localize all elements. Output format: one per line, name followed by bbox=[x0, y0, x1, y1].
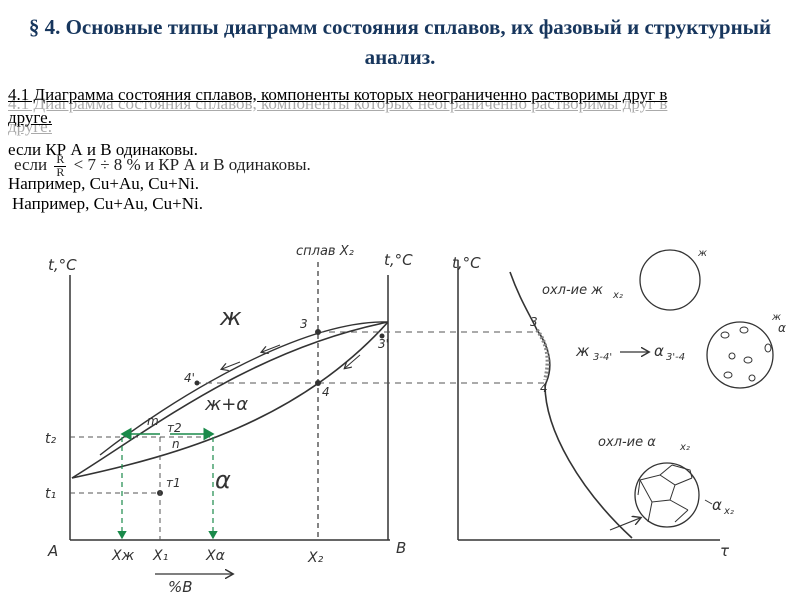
point-t2-label: т2 bbox=[167, 421, 182, 435]
pt4p-label: 4' bbox=[184, 371, 195, 385]
final-sub: x₂ bbox=[723, 506, 734, 517]
stage2-text: ж 3-4' α 3'-4 bbox=[575, 342, 685, 363]
page-title: § 4. Основные типы диаграмм состояния сп… bbox=[28, 15, 772, 69]
micro-liquid bbox=[639, 249, 701, 311]
y-axis-left-label: t,°C bbox=[48, 256, 77, 274]
stage2-sub: 3-4' bbox=[593, 352, 612, 363]
stage2-label: ж bbox=[575, 342, 590, 360]
point-4p bbox=[194, 380, 200, 386]
stage3-text: охл-ие α x₂ bbox=[598, 435, 690, 453]
curve-arrows bbox=[222, 344, 361, 369]
point-4 bbox=[315, 380, 321, 386]
phase-solid-label: α bbox=[215, 466, 231, 494]
micro-liquid-label: ж bbox=[697, 248, 707, 259]
condition-fraction: R R bbox=[54, 152, 67, 179]
x-A-label: A bbox=[47, 542, 58, 560]
example: Например, Cu+Au, Cu+Ni. bbox=[12, 194, 203, 213]
pt3-label: 3 bbox=[300, 317, 308, 331]
point-3p bbox=[379, 333, 385, 339]
t1-label: t₁ bbox=[45, 486, 56, 502]
micro-solid bbox=[634, 462, 700, 528]
stage1-sub: x₂ bbox=[612, 290, 623, 301]
solidus-curve bbox=[71, 321, 389, 479]
subtitle: 4.1 Диаграмма состояния сплавов, компоне… bbox=[8, 85, 668, 127]
condition-formula: если R R < 7 ÷ 8 % и КР А и В одинаковы. bbox=[14, 152, 311, 179]
fraction-denominator: R bbox=[56, 165, 65, 179]
cooling-y-label: t,°C bbox=[452, 254, 481, 272]
stage1-text: охл-ие ж x₂ bbox=[542, 283, 623, 301]
point-n-label: n bbox=[172, 437, 180, 451]
x-xzh-label: Xж bbox=[111, 548, 135, 564]
cooling-x-label: τ bbox=[720, 542, 730, 560]
subtitle-shadow: 4.1 Диаграмма состояния сплавов, компоне… bbox=[8, 94, 668, 136]
phase-liquid-label: ж bbox=[219, 303, 242, 331]
percent-b-label: %B bbox=[168, 578, 193, 596]
alloy-label: сплав X₂ bbox=[296, 244, 354, 259]
x-x2-label: X₂ bbox=[307, 550, 324, 566]
micro-grains bbox=[637, 464, 693, 523]
micro-mixture bbox=[706, 321, 774, 389]
fraction-numerator: R bbox=[54, 152, 67, 167]
cooling-pt3: 3 bbox=[530, 315, 538, 329]
x-B-label: B bbox=[396, 539, 406, 557]
stage2-arrow-label: α bbox=[654, 342, 664, 360]
cooling-final-arrow bbox=[609, 518, 640, 531]
liquidus-curve bbox=[71, 321, 389, 479]
cooling-axes bbox=[457, 260, 720, 541]
stage2-arrow-sub: 3'-4 bbox=[666, 352, 685, 363]
stage3-label: охл-ие α bbox=[598, 435, 656, 450]
point-3 bbox=[315, 329, 321, 335]
x-xa-label: Xα bbox=[205, 548, 226, 564]
cooling-hatch bbox=[535, 328, 550, 381]
final-arrow bbox=[704, 499, 713, 505]
condition-short: если КР А и В одинаковы. bbox=[8, 140, 198, 159]
micro-mix-liquid-label: ж bbox=[771, 312, 781, 323]
t2-label: t₂ bbox=[45, 431, 56, 447]
pt3p-label: 3' bbox=[378, 337, 389, 351]
cooling-pt4: 4 bbox=[540, 381, 548, 395]
x-x1-label: X₁ bbox=[152, 548, 168, 564]
y-axis-right-label: t,°C bbox=[384, 251, 413, 269]
condition-prefix: если bbox=[14, 154, 48, 174]
micro-mix-alpha-label: α bbox=[778, 321, 786, 335]
condition-rest: < 7 ÷ 8 % и КР А и В одинаковы. bbox=[73, 154, 311, 174]
point-t1-label: т1 bbox=[166, 476, 181, 490]
lens-upper bbox=[99, 321, 389, 456]
point-m-label: m bbox=[147, 414, 159, 428]
left-axes bbox=[69, 275, 390, 541]
cooling-curve bbox=[509, 271, 633, 539]
example-shadow: Например, Cu+Au, Cu+Ni. bbox=[8, 174, 199, 193]
micro-crystals bbox=[720, 326, 772, 382]
stage1-label: охл-ие ж bbox=[542, 283, 603, 298]
pt4-label: 4 bbox=[322, 385, 330, 399]
stage3-sub: x₂ bbox=[679, 442, 690, 453]
final-label: α bbox=[712, 496, 722, 514]
phase-two-label: ж+α bbox=[204, 394, 248, 415]
